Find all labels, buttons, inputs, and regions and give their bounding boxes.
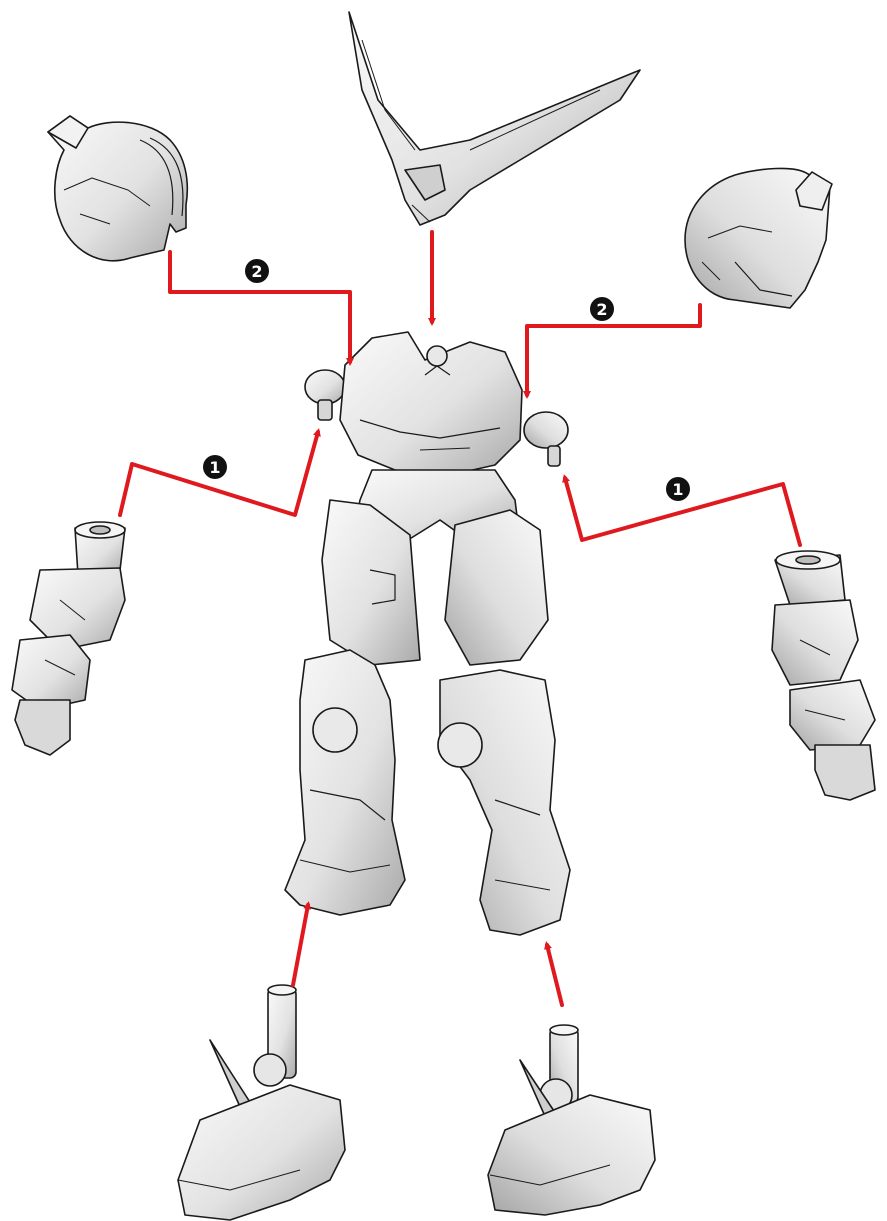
left-arm: [12, 522, 125, 755]
v-fin-antenna: [349, 12, 640, 225]
step-badge-1-right: 1: [666, 477, 690, 501]
svg-text:1: 1: [672, 480, 683, 499]
arrow-right-foot: [547, 945, 562, 1005]
svg-text:2: 2: [596, 300, 607, 319]
arrow-right-shoulder-armor: [527, 305, 700, 395]
left-shoulder-armor: [48, 116, 187, 261]
right-arm: [772, 551, 875, 800]
svg-text:1: 1: [209, 458, 220, 477]
torso-and-legs: [285, 332, 570, 935]
svg-text:2: 2: [251, 262, 262, 281]
right-foot: [488, 1025, 655, 1215]
step-badge-2-left: 2: [245, 259, 269, 283]
arrow-left-foot: [293, 905, 308, 985]
right-shoulder-armor: [685, 168, 832, 308]
step-badge-1-left: 1: [203, 455, 227, 479]
step-badge-2-right: 2: [590, 297, 614, 321]
left-foot: [178, 985, 345, 1220]
